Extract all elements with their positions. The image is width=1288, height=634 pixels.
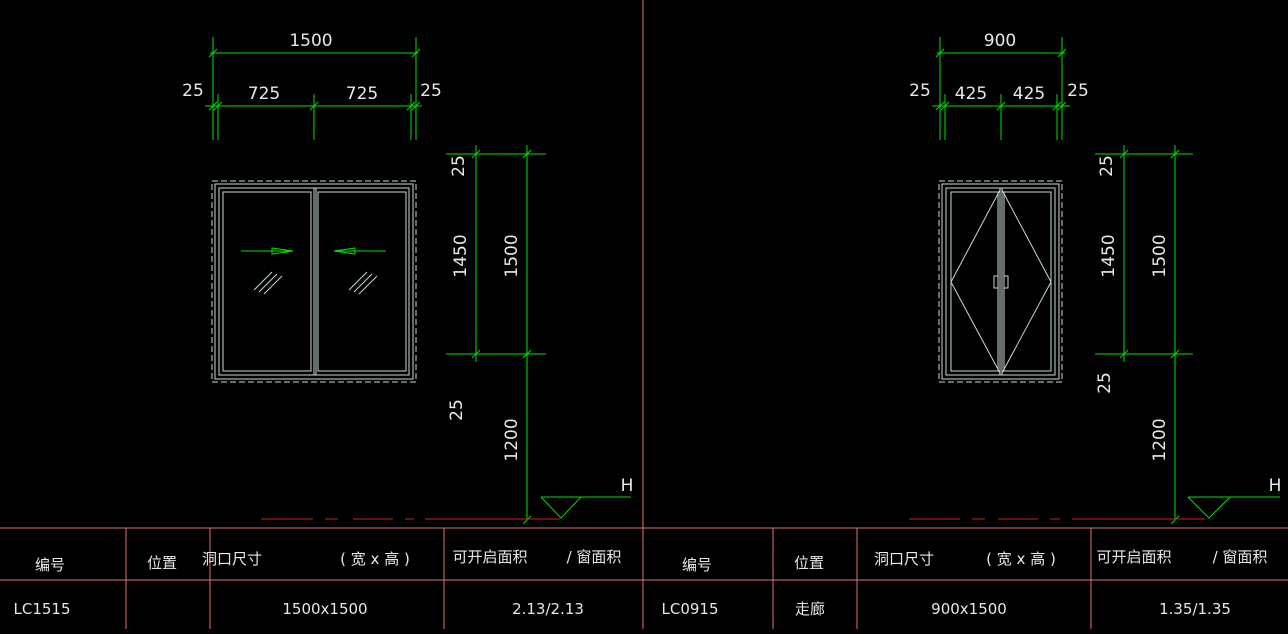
right-height-dimensions [1095, 145, 1193, 525]
left-header-opening-size: 洞口尺寸 [202, 550, 262, 568]
right-margin-right-label: 25 [1067, 81, 1089, 101]
right-total-width-label: 900 [984, 31, 1016, 51]
left-table: 编号 位置 洞口尺寸 ( 宽 x 高 ) 可开启面积 / 窗面积 LC1515 … [13, 548, 621, 618]
right-level-symbol-icon [1187, 496, 1280, 519]
left-bottom-gap-label: 25 [447, 399, 467, 421]
left-margin-right-label: 25 [420, 81, 442, 101]
right-pane-left-label: 425 [955, 84, 987, 104]
left-level-mark-label: H [621, 476, 634, 496]
left-pane-right-label: 725 [346, 84, 378, 104]
left-pane-height-label: 1450 [451, 234, 471, 277]
left-header-code: 编号 [35, 556, 65, 574]
right-slide-arrow-icon [333, 247, 386, 255]
right-row-area: 1.35/1.35 [1159, 600, 1231, 618]
left-header-openable-area: 可开启面积 [452, 548, 527, 566]
right-top-gap-label: 25 [1097, 155, 1117, 177]
left-pane-left-label: 725 [248, 84, 280, 104]
left-total-height-label: 1500 [502, 234, 522, 277]
left-top-gap-label: 25 [449, 155, 469, 177]
right-bottom-gap-label: 25 [1095, 372, 1115, 394]
right-margin-left-label: 25 [909, 81, 931, 101]
left-window-elevation: 1500 25 725 725 25 [182, 31, 634, 525]
left-header-location: 位置 [147, 554, 177, 572]
right-header-window-area: / 窗面积 [1213, 548, 1268, 566]
right-header-width-x-height: ( 宽 x 高 ) [986, 550, 1056, 568]
right-level-mark-label: H [1269, 476, 1282, 496]
right-pane-right-label: 425 [1013, 84, 1045, 104]
left-row-area: 2.13/2.13 [512, 600, 584, 618]
right-row-size: 900x1500 [931, 600, 1007, 618]
right-sill-height-label: 1200 [1150, 418, 1170, 461]
right-table: 编号 位置 洞口尺寸 ( 宽 x 高 ) 可开启面积 / 窗面积 LC0915 … [661, 548, 1267, 618]
right-header-location: 位置 [794, 554, 824, 572]
left-level-symbol-icon [540, 496, 631, 519]
left-slide-arrow-icon [241, 247, 294, 255]
left-height-dimensions [446, 145, 546, 525]
right-row-code: LC0915 [661, 600, 718, 618]
left-width-dimensions [205, 37, 422, 140]
left-header-width-x-height: ( 宽 x 高 ) [340, 550, 410, 568]
left-row-code: LC1515 [13, 600, 70, 618]
right-width-dimensions [932, 37, 1070, 140]
left-margin-left-label: 25 [182, 81, 204, 101]
left-window-frame [211, 180, 417, 383]
window-schedule-table [0, 527, 1288, 629]
right-total-height-label: 1500 [1150, 234, 1170, 277]
right-row-location: 走廊 [795, 600, 825, 618]
left-header-window-area: / 窗面积 [567, 548, 622, 566]
right-header-opening-size: 洞口尺寸 [874, 550, 934, 568]
right-window-frame [938, 180, 1063, 383]
left-sill-height-label: 1200 [502, 418, 522, 461]
left-row-size: 1500x1500 [282, 600, 367, 618]
left-glass-hatch-icon [253, 271, 378, 295]
right-pane-height-label: 1450 [1099, 234, 1119, 277]
right-window-elevation: 900 25 425 425 25 [909, 31, 1282, 525]
right-header-openable-area: 可开启面积 [1096, 548, 1171, 566]
left-total-width-label: 1500 [289, 31, 332, 51]
right-header-code: 编号 [682, 556, 712, 574]
